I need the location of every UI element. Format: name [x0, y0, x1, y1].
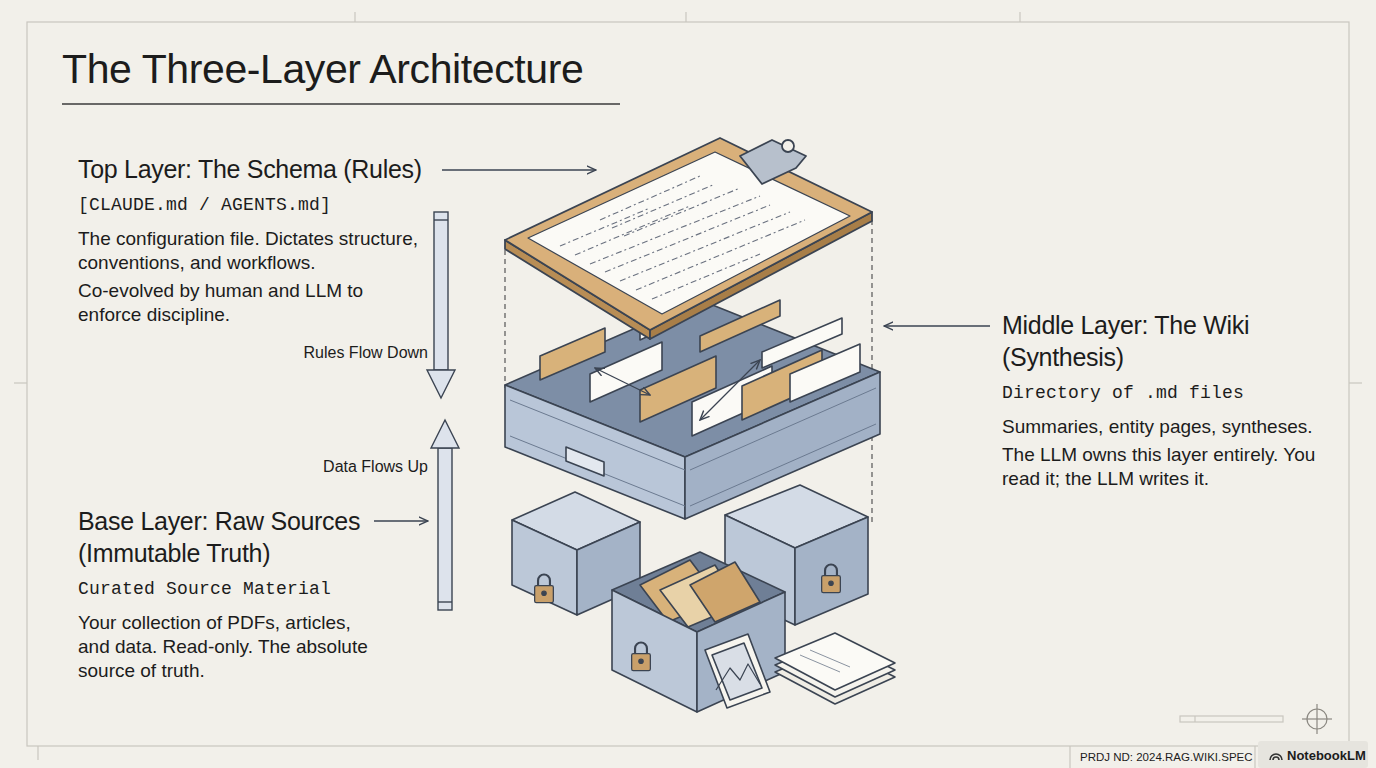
padlock: [822, 565, 841, 593]
drawer-handle: [566, 447, 604, 476]
box-side: [697, 592, 785, 712]
guide-line: [504, 250, 505, 388]
paper-line: [810, 650, 850, 667]
layer-path: Curated Source Material: [78, 577, 374, 601]
scale-bar: [1180, 716, 1283, 722]
drawer-arrow: [700, 360, 760, 420]
box-side: [512, 520, 577, 615]
scribble: [620, 212, 790, 281]
frame-tick: [1349, 382, 1362, 383]
layer-annotation: Base Layer: Raw Sources (Immutable Truth…: [78, 505, 374, 683]
down-arrow: [427, 212, 455, 398]
scribble: [590, 196, 760, 264]
arrow-tick: [434, 219, 448, 220]
drawer-ridge: [690, 388, 876, 470]
arrow-tick: [438, 601, 452, 602]
drawer-ridge: [510, 436, 685, 506]
scribble: [605, 205, 770, 272]
file-drawer: [505, 298, 880, 519]
clipboard-paper: [528, 152, 850, 314]
layer-path: [CLAUDE.md / AGENTS.md]: [78, 193, 440, 217]
layer-heading: Middle Layer: The Wiki (Synthesis): [1002, 309, 1338, 373]
flow-label: Data Flows Up: [258, 457, 428, 477]
clipboard-clip: [740, 140, 806, 184]
frame-tick: [354, 12, 355, 22]
drawer-front: [505, 385, 685, 519]
clipboard: [505, 138, 872, 339]
box-side: [612, 590, 697, 712]
layer-description: The configuration file. Dictates structu…: [78, 227, 423, 275]
scribble: [560, 208, 650, 246]
padlock: [632, 643, 651, 671]
folder: [700, 300, 780, 352]
clip-hole: [782, 140, 794, 152]
frame-tick: [14, 382, 27, 383]
flow-label: Rules Flow Down: [258, 343, 428, 363]
frame-tick: [685, 12, 686, 22]
layer-path: Directory of .md files: [1002, 381, 1338, 405]
title-block-divider: [1069, 746, 1070, 768]
scribble: [612, 184, 715, 228]
project-number: PRDJ ND: 2024.RAG.WIKI.SPEC: [1080, 750, 1252, 766]
watermark: NotebookLM: [1287, 747, 1367, 764]
layer-description: The LLM owns this layer entirely. You re…: [1002, 443, 1338, 491]
scale-tick: [1194, 716, 1195, 722]
watermark-badge: [1258, 741, 1368, 768]
clipboard-board: [505, 138, 872, 330]
leader-line: [374, 520, 428, 521]
paper-stack: [775, 633, 895, 690]
diagram-title: The Three-Layer Architecture: [62, 44, 583, 94]
photo-frame: [705, 634, 770, 708]
arrow-head: [431, 420, 459, 448]
drawer-arrow: [595, 368, 650, 395]
layer-description: Your collection of PDFs, articles, and d…: [78, 611, 374, 683]
arrow-shaft: [438, 448, 452, 610]
layer-heading: Base Layer: Raw Sources (Immutable Truth…: [78, 505, 374, 569]
layer-description: Summaries, entity pages, syntheses.: [1002, 415, 1338, 439]
photo-mountains: [716, 664, 760, 690]
leader-line: [884, 325, 990, 326]
frame-border: [27, 22, 1349, 746]
up-arrow: [431, 420, 459, 610]
frame: [14, 12, 1362, 768]
layer-annotation: Top Layer: The Schema (Rules) [CLAUDE.md …: [78, 153, 440, 327]
title-underline: [62, 103, 620, 105]
drawer-ridge: [690, 424, 876, 506]
layer-description: Co-evolved by human and LLM to enforce d…: [78, 279, 423, 327]
drawer-side: [685, 372, 880, 519]
arrow-shaft: [434, 212, 448, 370]
arrow-head: [427, 370, 455, 398]
photo-inner: [712, 643, 762, 700]
frame-tick: [1019, 12, 1020, 22]
scribble: [652, 254, 760, 299]
paper-line: [800, 655, 840, 672]
padlock: [535, 575, 554, 603]
crosshair-line: [1316, 704, 1317, 734]
scribble-lines: [560, 176, 805, 299]
watermark-icon: [1270, 754, 1282, 760]
layer-annotation: Middle Layer: The Wiki (Synthesis) Direct…: [1002, 309, 1338, 491]
archive-boxes: [512, 485, 895, 712]
scribble: [600, 176, 700, 220]
title-block-divider: [1254, 746, 1255, 768]
leader-line: [442, 169, 596, 170]
box-side: [795, 517, 868, 625]
scribble: [636, 220, 805, 290]
layer-heading: Top Layer: The Schema (Rules): [78, 153, 440, 185]
frame-tick: [37, 746, 38, 760]
